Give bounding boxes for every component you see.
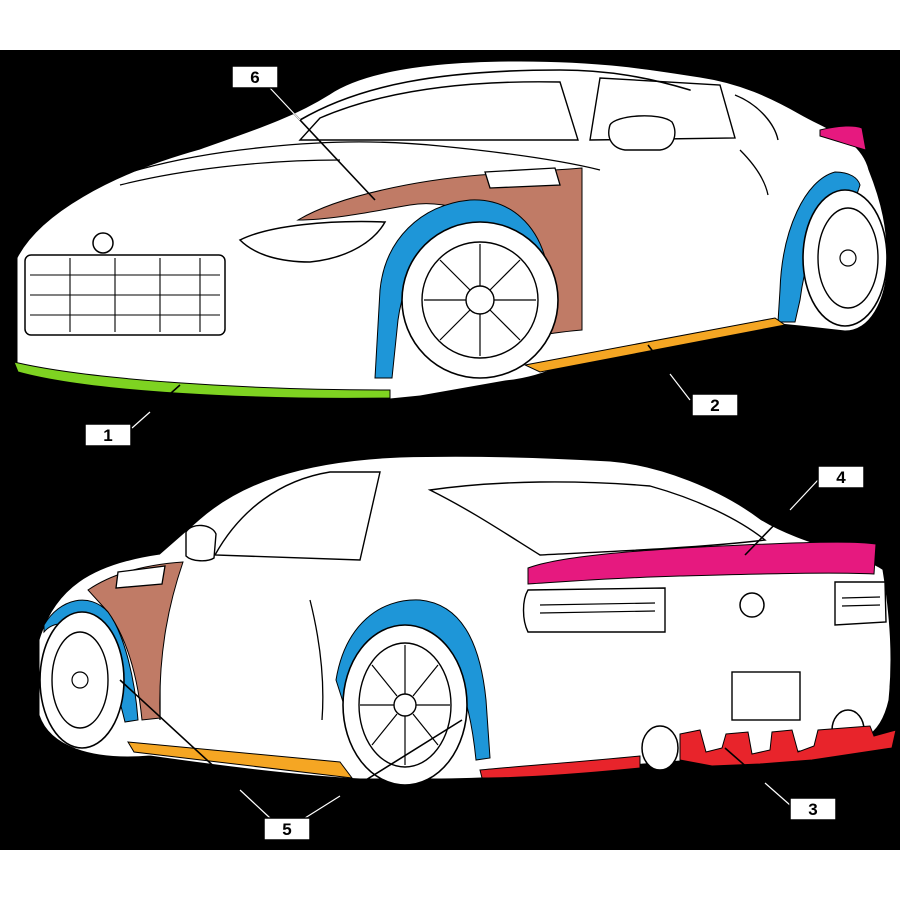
label-2: 2 [691,393,739,417]
label-1-text: 1 [103,426,112,445]
label-3: 3 [789,797,837,821]
rear-emblem [739,592,765,618]
rear-view-left-wheel [39,611,125,749]
leader-halos [131,87,819,819]
rear-car-body [39,456,891,779]
label-4-text: 4 [836,468,846,487]
label-4: 4 [817,465,865,489]
part-3-rear-diffuser [479,755,641,779]
label-2-text: 2 [710,396,719,415]
rear-view-mirror [185,524,217,562]
label-6: 6 [231,65,279,89]
part-2-side-skirt [523,317,787,373]
headlight [238,220,387,263]
part-2-rear-side-skirt [127,741,354,779]
front-left-wheel [401,221,559,379]
label-1: 1 [84,423,132,447]
fender-vents [484,167,561,189]
front-view-car [13,61,888,399]
front-view-rear-wheel [802,189,888,327]
part-1-front-lip [13,361,391,399]
rear-view-right-wheel [342,624,468,786]
label-5-text: 5 [282,820,291,839]
rear-panel-vents [115,565,166,589]
part-4-rear-spoiler [527,541,877,585]
license-plate [731,671,801,721]
label-6-text: 6 [250,68,259,87]
part-4-front-view-spoiler [819,125,867,151]
label-3-text: 3 [808,800,817,819]
exhaust-left [641,725,679,771]
tail-lights [522,587,666,633]
side-mirror [608,115,676,151]
label-5: 5 [263,817,311,841]
front-emblem [92,232,114,254]
